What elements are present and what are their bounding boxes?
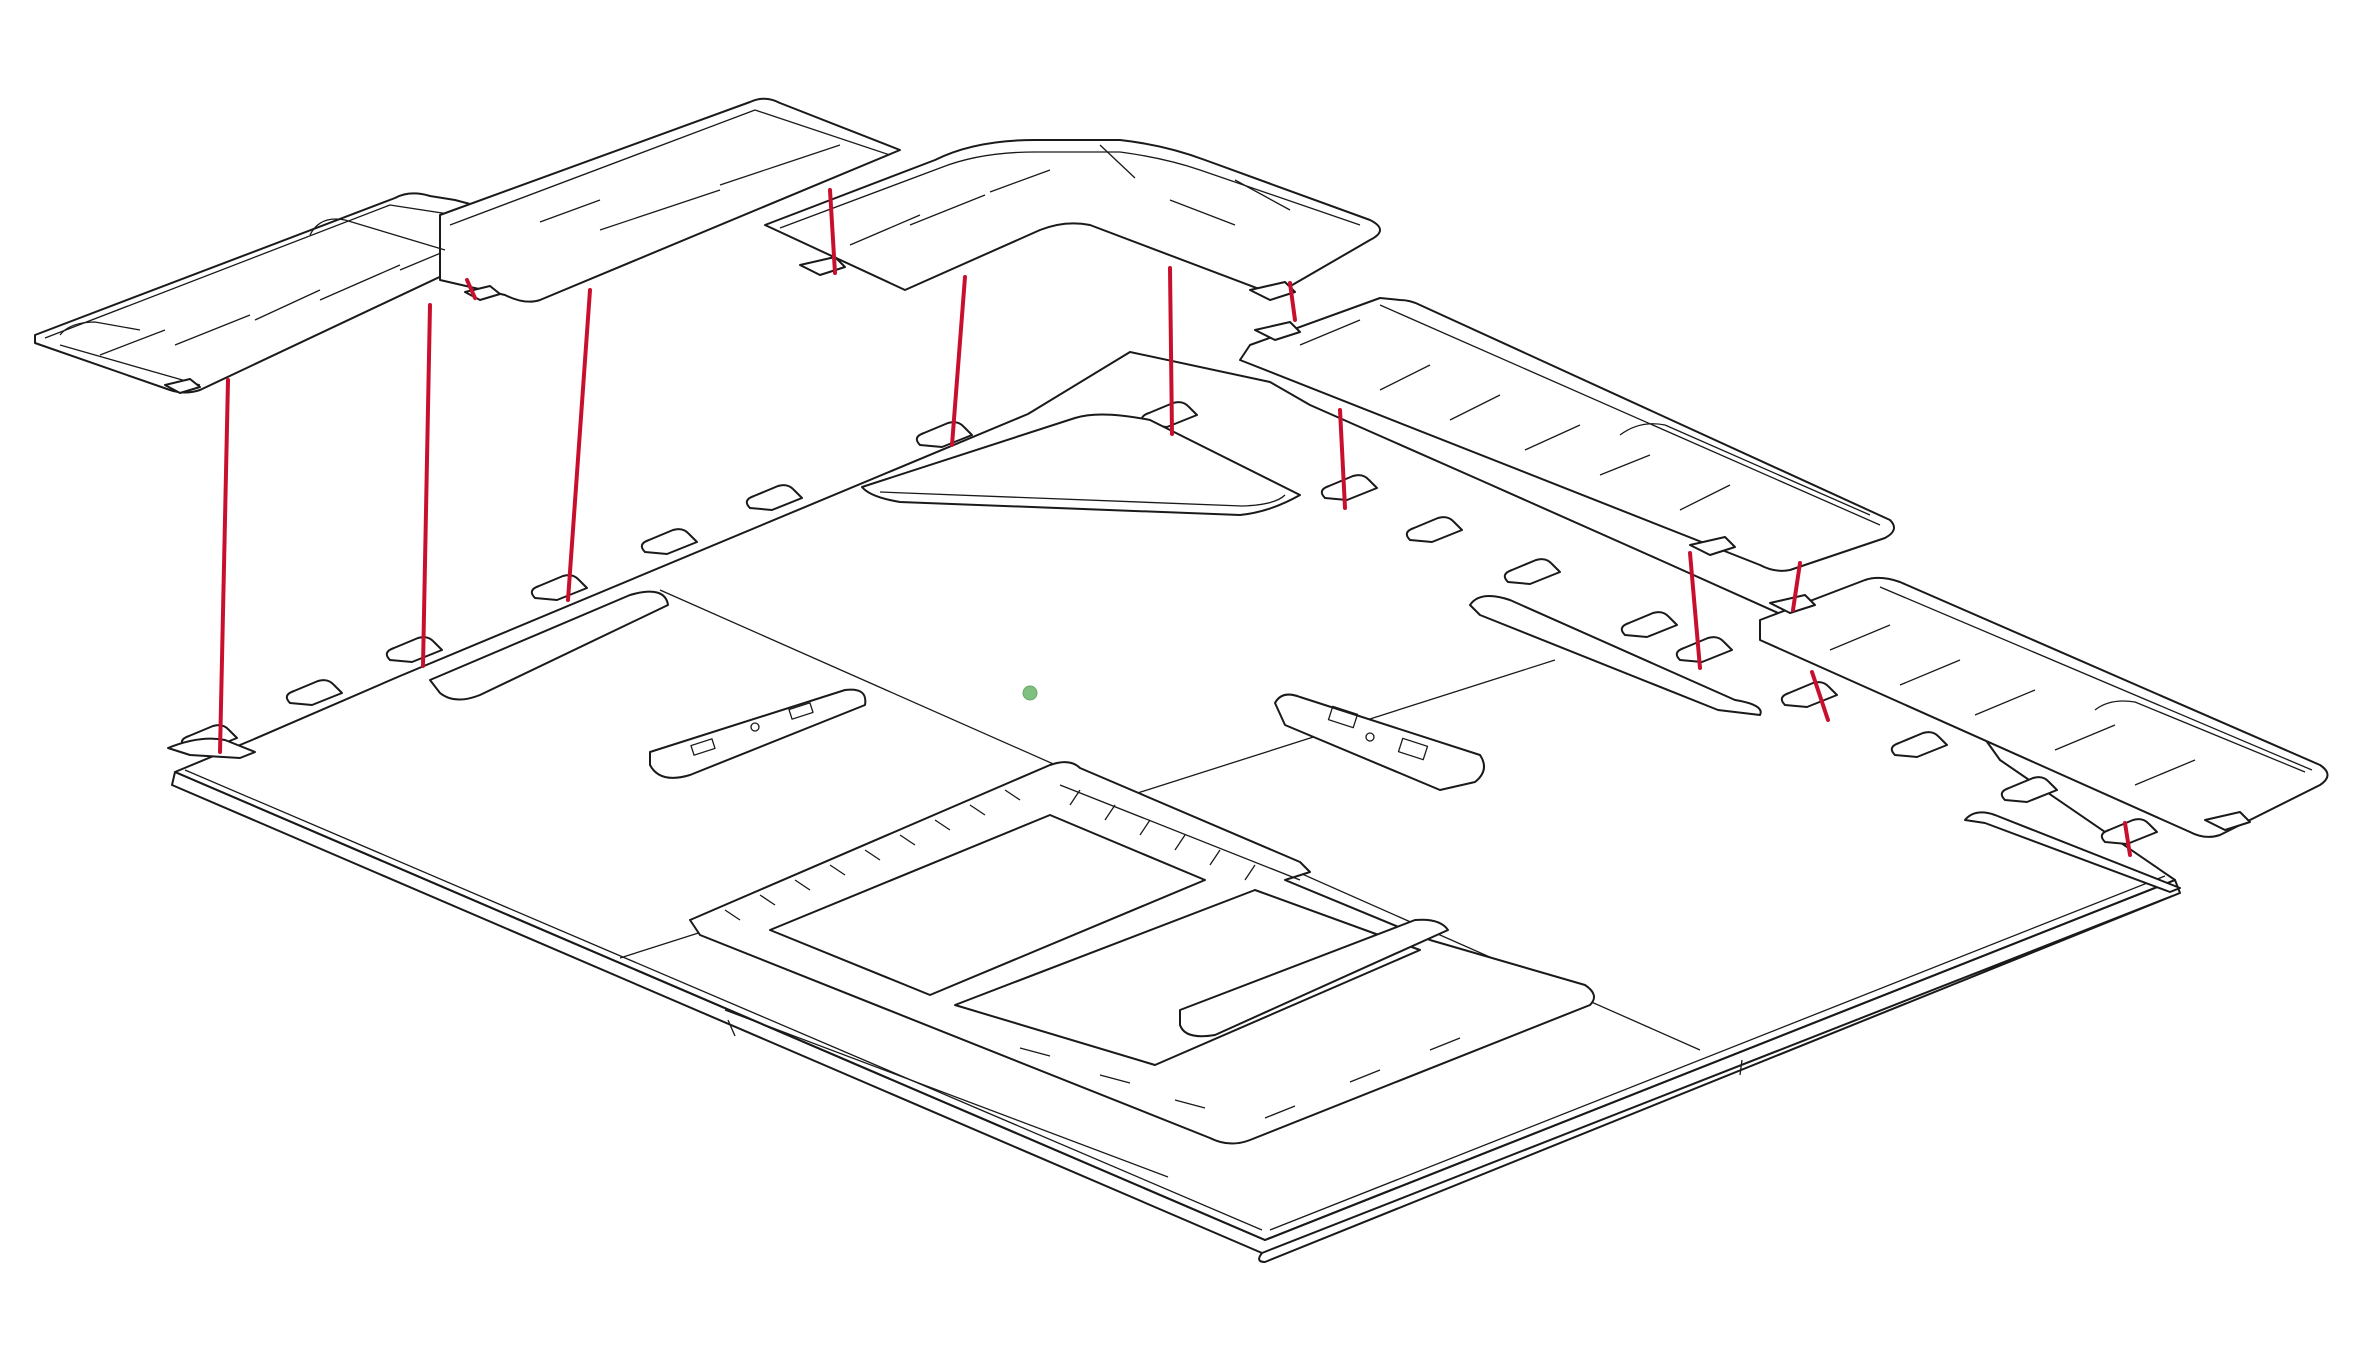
- connector-line: [421, 303, 432, 668]
- base-plate-front-right-edge: [1258, 879, 2181, 1263]
- base-plate-tabs: [180, 401, 2158, 845]
- bolt-hole: [1365, 732, 1375, 742]
- triangle-plate-edge: [879, 491, 1286, 507]
- panel-cells: [1299, 319, 1731, 511]
- tab: [1675, 636, 1733, 663]
- connector-line: [218, 378, 230, 754]
- base-plate-rim-left: [184, 769, 1263, 1231]
- panel-cells: [849, 144, 1291, 246]
- frame-inner-edge: [699, 784, 1301, 1139]
- panel-cells: [1829, 624, 2196, 786]
- base-plate-rim-right: [1269, 875, 2166, 1231]
- panel-body: [1759, 576, 2329, 838]
- connector-lines: [218, 188, 2132, 857]
- connector-line: [465, 278, 477, 300]
- tab: [1780, 681, 1838, 708]
- panel-recess: [59, 321, 141, 336]
- connector-line: [1288, 281, 1297, 322]
- panel-recess: [1619, 423, 1871, 516]
- bolt-hole: [750, 722, 760, 732]
- frame-window-left: [769, 814, 1206, 996]
- panel-foot: [1249, 281, 1296, 301]
- back-right-rail: [1469, 595, 1762, 716]
- tab: [915, 421, 973, 448]
- panel-body: [439, 97, 901, 303]
- right-corner-rail: [1964, 811, 2181, 893]
- base-plate-front-left-edge: [171, 771, 1266, 1254]
- tab: [285, 679, 343, 706]
- tab: [2100, 818, 2158, 845]
- connector-line: [2123, 821, 2132, 857]
- panel-left-1: [34, 192, 536, 394]
- tab: [385, 636, 443, 663]
- connector-line: [1338, 408, 1347, 510]
- tab: [640, 528, 698, 555]
- connector-line: [828, 188, 837, 275]
- slot: [690, 738, 716, 756]
- base-plate-seam-3: [724, 1009, 1169, 1178]
- slot: [1397, 737, 1429, 761]
- panel-bevel: [1379, 304, 1881, 526]
- right-bracket: [1274, 693, 1485, 791]
- tab: [1620, 611, 1678, 638]
- panel-recess: [309, 218, 446, 251]
- connector-line: [1168, 266, 1174, 436]
- panel-left-2: [309, 97, 901, 303]
- connector-line: [566, 288, 592, 602]
- connector-line: [950, 275, 967, 447]
- panel-foot: [1254, 321, 1301, 341]
- frame-window-right: [954, 889, 1421, 1066]
- base-plate-rails: [167, 413, 2181, 893]
- left-corner-rail: [167, 737, 256, 759]
- slot: [788, 702, 814, 720]
- panel-corner: [764, 139, 1381, 301]
- tab: [1405, 516, 1463, 543]
- connector-line: [1791, 561, 1802, 612]
- tab: [2000, 776, 2058, 803]
- panel-right-1: [1239, 297, 1895, 572]
- left-bracket: [649, 688, 867, 779]
- panel-cells: [539, 144, 841, 231]
- center-frame: [689, 761, 1595, 1145]
- tab: [1503, 558, 1561, 585]
- center-marker-dot: [1022, 685, 1038, 701]
- panel-foot: [2204, 811, 2251, 831]
- panel-body: [1239, 297, 1895, 572]
- frame-slot-row: [1019, 1037, 1461, 1119]
- back-center-triangle-plate: [861, 413, 1301, 516]
- panel-foot: [799, 256, 846, 276]
- back-left-rail: [429, 590, 669, 701]
- tab: [745, 484, 803, 511]
- connector-line: [1688, 551, 1702, 670]
- panel-foot: [164, 378, 201, 394]
- tab: [530, 574, 588, 601]
- base-plate-top-face: [174, 351, 2176, 1241]
- tab: [1890, 731, 1948, 758]
- brackets: [649, 688, 1485, 791]
- base-plate-seam-4: [1739, 1059, 1743, 1076]
- tab: [1320, 474, 1378, 501]
- panel-bevel: [1879, 586, 2313, 771]
- panel-bevel: [449, 109, 891, 226]
- frame-rib: [1069, 789, 1256, 881]
- panel-foot: [1689, 536, 1736, 556]
- slot: [1327, 705, 1359, 729]
- connector-line: [1810, 670, 1830, 722]
- panel-recess: [2094, 700, 2306, 773]
- frame-slider: [1179, 918, 1449, 1038]
- panel-cells: [99, 244, 461, 356]
- panel-bevel: [779, 151, 1361, 229]
- base-plate-seam-5: [727, 1019, 736, 1037]
- frame-rib: [724, 789, 1021, 921]
